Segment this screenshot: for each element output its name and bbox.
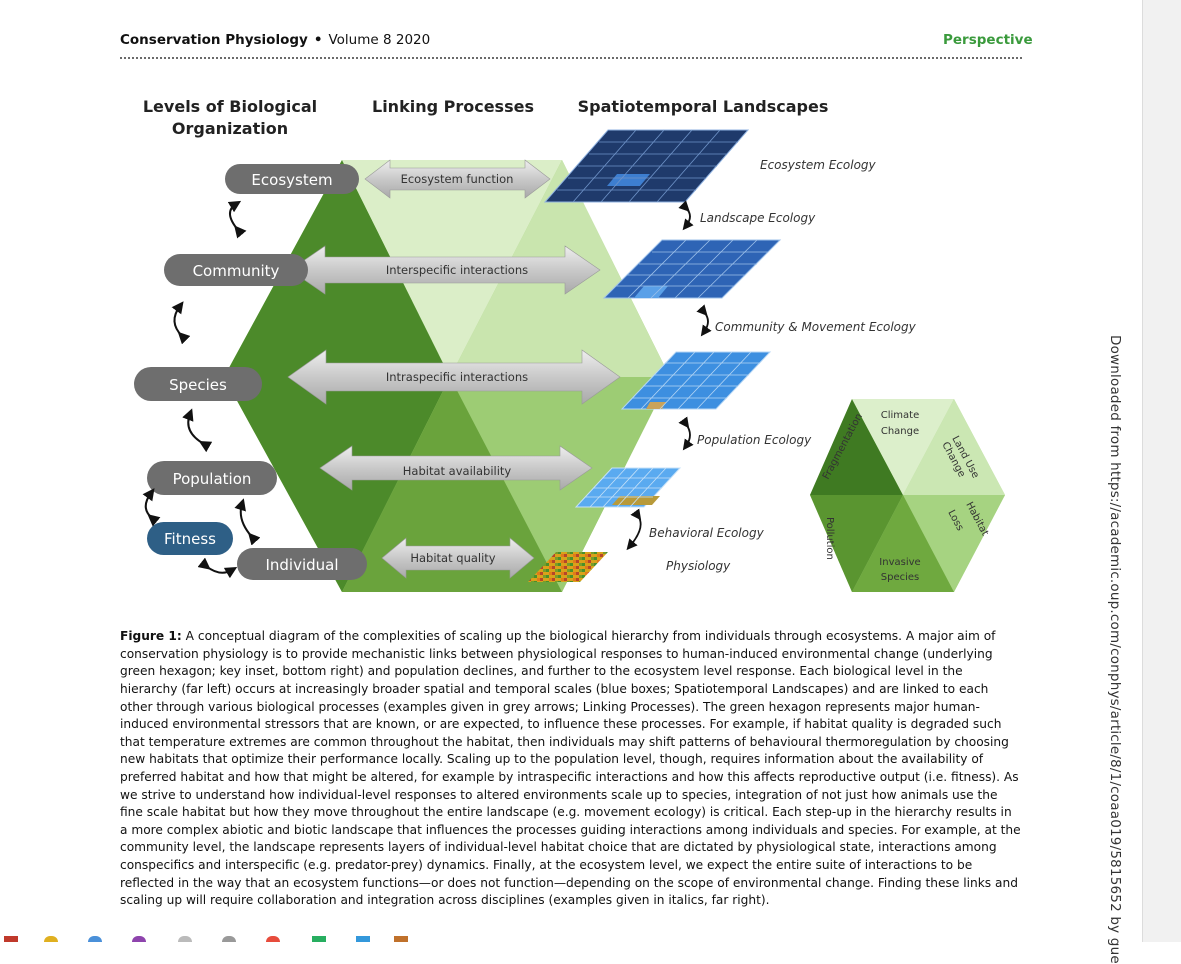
level-label: Species: [169, 376, 227, 394]
curved-arrow-icon: [197, 557, 238, 579]
linking-arrow-interspecific: Interspecific interactions: [289, 245, 601, 295]
caption-text: A conceptual diagram of the complexities…: [120, 629, 1021, 908]
level-label: Individual: [265, 556, 338, 574]
hierarchy-arrows: [142, 200, 261, 579]
key-label: Change: [881, 426, 919, 437]
level-label: Ecosystem: [251, 171, 332, 189]
key-label: Invasive: [879, 557, 920, 568]
curved-arrow-icon: [678, 200, 694, 231]
app-icon[interactable]: [222, 936, 236, 942]
header-divider: [120, 57, 1022, 59]
ecology-label: Landscape Ecology: [700, 211, 816, 225]
linking-label: Intraspecific interactions: [386, 370, 528, 384]
ecology-label: Behavioral Ecology: [649, 526, 765, 540]
journal-title: Conservation Physiology: [120, 32, 308, 48]
linking-arrow-habitat-quality: Habitat quality: [381, 537, 535, 579]
key-label: Climate: [881, 410, 919, 421]
key-label: Species: [881, 572, 920, 583]
level-fitness: Fitness: [147, 522, 233, 555]
ecology-label: Physiology: [666, 559, 731, 573]
folder-icon[interactable]: [44, 936, 58, 942]
linking-label: Interspecific interactions: [386, 263, 528, 277]
grid-lines: [585, 467, 671, 508]
curved-arrow-icon: [696, 304, 712, 337]
pdf-page: Conservation Physiology • Volume 8 2020 Pe…: [0, 32, 1142, 942]
app-icon[interactable]: [178, 936, 192, 942]
ecology-label: Population Ecology: [697, 433, 812, 447]
linking-label: Habitat quality: [410, 551, 495, 565]
levels-header-line1: Levels of Biological: [143, 97, 317, 116]
landscape-population: [574, 467, 682, 508]
app-icon[interactable]: [132, 936, 146, 942]
ecology-label: Ecosystem Ecology: [760, 158, 877, 172]
level-ecosystem: Ecosystem: [225, 164, 359, 194]
grid-lines: [616, 239, 768, 299]
figure-caption: Figure 1: A conceptual diagram of the co…: [120, 628, 1022, 910]
app-icon[interactable]: [356, 936, 370, 942]
linking-arrow-ecosystem-function: Ecosystem function: [364, 159, 551, 199]
curved-arrow-icon: [142, 488, 161, 527]
journal-name: Conservation Physiology • Volume 8 2020: [120, 32, 430, 48]
journal-volume: Volume 8 2020: [328, 32, 431, 48]
curved-arrow-icon: [678, 416, 694, 451]
linking-arrow-habitat-availability: Habitat availability: [319, 445, 593, 491]
linking-processes-header: Linking Processes: [372, 97, 534, 116]
app-icon[interactable]: [394, 936, 408, 942]
curved-arrow-icon: [227, 200, 247, 239]
app-icon[interactable]: [266, 936, 280, 942]
level-community: Community: [164, 254, 308, 286]
landscape-physiology: [528, 552, 608, 582]
levels-header-line2: Organization: [172, 119, 288, 138]
curved-arrow-icon: [171, 301, 191, 345]
figure-1-diagram: Levels of Biological Organization Linkin…: [134, 97, 1005, 592]
download-watermark: Downloaded from https://academic.oup.com…: [1103, 335, 1123, 964]
landscape-species: [620, 351, 772, 410]
taskbar-app-icon[interactable]: [4, 936, 18, 942]
curved-arrow-icon: [182, 408, 213, 453]
level-label: Fitness: [164, 530, 216, 548]
browser-icon[interactable]: [88, 936, 102, 942]
level-individual: Individual: [237, 548, 367, 580]
app-icon[interactable]: [312, 936, 326, 942]
scrollbar-track[interactable]: [1142, 0, 1181, 942]
curved-arrow-icon: [234, 498, 261, 546]
ecology-label: Community & Movement Ecology: [715, 320, 917, 334]
caption-label: Figure 1:: [120, 629, 182, 644]
grid-lines: [632, 351, 760, 410]
download-text: Downloaded from https://academic.oup.com…: [1107, 335, 1123, 964]
grid-lines: [557, 129, 738, 203]
header-separator: •: [313, 32, 323, 48]
linking-arrow-intraspecific: Intraspecific interactions: [287, 349, 621, 405]
level-label: Community: [193, 262, 280, 280]
landscape-community: [602, 239, 782, 299]
stressor-key-inset: Climate Change Land Use Change Habitat L…: [810, 399, 1005, 592]
taskbar-strip: [0, 936, 1142, 942]
landscapes-header: Spatiotemporal Landscapes: [578, 97, 829, 116]
level-species: Species: [134, 367, 262, 401]
linking-label: Ecosystem function: [401, 172, 514, 186]
key-label: Pollution: [824, 517, 835, 560]
level-label: Population: [173, 470, 252, 488]
linking-label: Habitat availability: [403, 464, 512, 478]
level-population: Population: [147, 461, 277, 495]
article-type: Perspective: [943, 32, 1033, 48]
landscape-ecosystem: [543, 129, 750, 203]
curved-arrow-icon: [626, 508, 642, 551]
landscape-connector-arrows: [626, 200, 712, 551]
